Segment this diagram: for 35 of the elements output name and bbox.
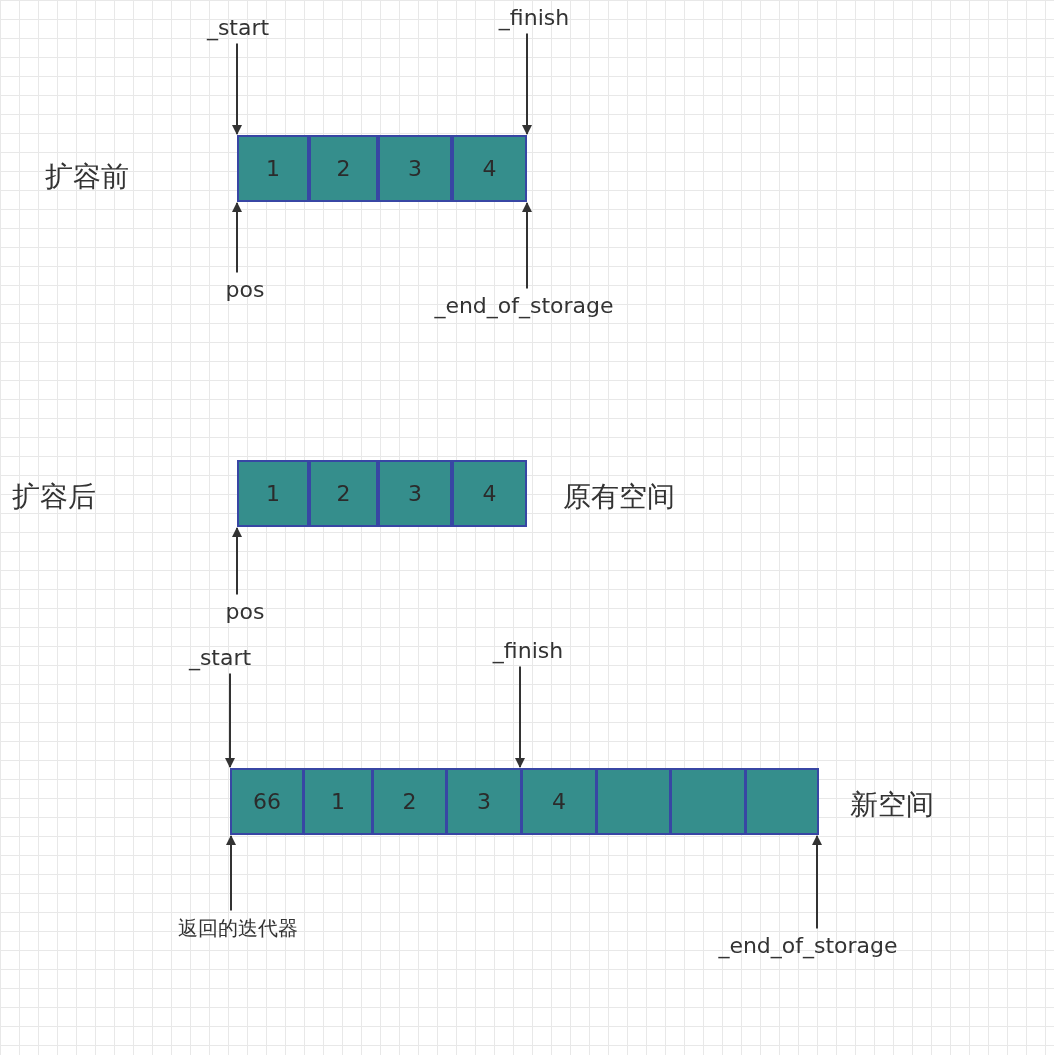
array-cell: 2 — [309, 135, 378, 202]
pointer-label: pos — [225, 276, 265, 302]
array-cell: 3 — [378, 135, 452, 202]
pointer-arrow — [522, 202, 532, 290]
array-cell: 4 — [521, 768, 597, 835]
section-caption: 新空间 — [850, 787, 934, 823]
section-caption: 扩容后 — [12, 479, 96, 515]
pointer-arrow — [515, 665, 525, 768]
pointer-label: _finish — [498, 4, 570, 30]
array-cell: 4 — [452, 460, 527, 527]
pointer-label: _start — [188, 644, 252, 670]
array-cell: 1 — [237, 135, 309, 202]
pointer-label: 返回的迭代器 — [178, 914, 298, 942]
array-cell: 1 — [237, 460, 309, 527]
pointer-label: _end_of_storage — [718, 932, 898, 958]
pointer-label: _end_of_storage — [434, 292, 614, 318]
pointer-arrow — [232, 42, 242, 135]
pointer-arrow — [812, 835, 822, 930]
array-cell: 2 — [309, 460, 378, 527]
array-cell: 3 — [378, 460, 452, 527]
pointer-label: pos — [225, 598, 265, 624]
section-caption: 扩容前 — [45, 159, 129, 195]
array-cell: 1 — [303, 768, 373, 835]
pointer-arrow — [225, 672, 235, 768]
pointer-label: _start — [206, 14, 270, 40]
array-cell: 66 — [230, 768, 304, 835]
pointer-arrow — [522, 32, 532, 135]
pointer-arrow — [226, 835, 236, 912]
pointer-arrow — [232, 527, 242, 596]
array-cell: 2 — [372, 768, 447, 835]
array-cell: 3 — [446, 768, 522, 835]
section-caption: 原有空间 — [563, 479, 675, 515]
array-cell: 4 — [452, 135, 527, 202]
pointer-label: _finish — [492, 637, 564, 663]
pointer-arrow — [232, 202, 242, 274]
